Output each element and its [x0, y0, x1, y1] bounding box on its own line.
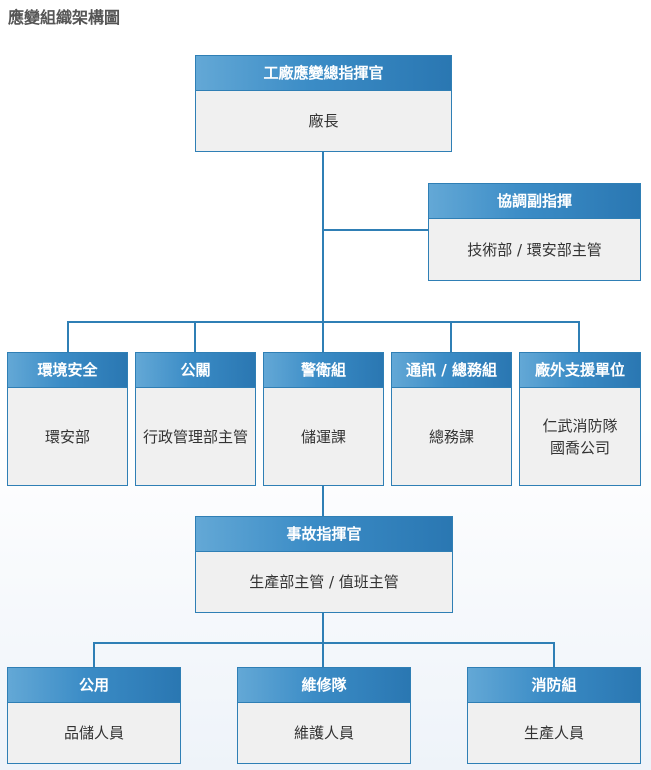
incident-commander-box: 事故指揮官 生產部主管 / 值班主管 [195, 516, 453, 613]
connector-team-2 [322, 642, 324, 667]
group-body-line: 環安部 [44, 427, 90, 446]
connector-guard-to-incident [322, 486, 324, 517]
group-body-line: 總務課 [428, 427, 474, 446]
team-body: 生產人員 [523, 724, 584, 742]
team-fire: 消防組 生產人員 [467, 667, 641, 764]
group-body-line: 國喬公司 [549, 438, 610, 457]
group-communications: 通訊 / 總務組 總務課 [391, 352, 512, 486]
incident-commander-body: 生產部主管 / 值班主管 [249, 573, 399, 591]
group-security: 警衛組 儲運課 [263, 352, 384, 486]
connector-team-1 [93, 642, 95, 667]
group-environment-safety: 環境安全 環安部 [7, 352, 128, 486]
connector-group-4 [450, 321, 452, 352]
connector-commander-to-groups [322, 152, 324, 322]
incident-commander-title: 事故指揮官 [196, 517, 452, 552]
deputy-body: 技術部 / 環安部主管 [467, 240, 602, 259]
team-utilities: 公用 品儲人員 [7, 667, 181, 764]
group-title: 廠外支援單位 [520, 353, 640, 388]
group-public-relations: 公關 行政管理部主管 [135, 352, 256, 486]
deputy-box: 協調副指揮 技術部 / 環安部主管 [428, 183, 641, 281]
group-external-support: 廠外支援單位 仁武消防隊 國喬公司 [519, 352, 641, 486]
team-title: 消防組 [468, 668, 640, 703]
group-body-line: 儲運課 [300, 427, 346, 446]
commander-title: 工廠應變總指揮官 [196, 56, 451, 91]
connector-group-3 [322, 321, 324, 352]
group-title: 通訊 / 總務組 [392, 353, 511, 388]
group-title: 環境安全 [8, 353, 127, 388]
team-body: 品儲人員 [63, 724, 124, 742]
connector-teams-horizontal [93, 642, 555, 644]
connector-group-1 [67, 321, 69, 352]
group-body-line: 仁武消防隊 [542, 416, 618, 435]
commander-box: 工廠應變總指揮官 廠長 [195, 55, 452, 152]
team-body: 維護人員 [293, 724, 354, 742]
group-title: 公關 [136, 353, 255, 388]
group-title: 警衛組 [264, 353, 383, 388]
connector-incident-to-teams [322, 613, 324, 643]
page-title: 應變組織架構圖 [8, 8, 121, 27]
commander-body: 廠長 [308, 112, 339, 130]
team-title: 維修隊 [238, 668, 410, 703]
team-maintenance: 維修隊 維護人員 [237, 667, 411, 764]
connector-deputy-branch [323, 229, 429, 231]
connector-group-5 [578, 321, 580, 352]
group-body-line: 行政管理部主管 [142, 427, 248, 446]
team-title: 公用 [8, 668, 180, 703]
connector-team-3 [553, 642, 555, 667]
connector-group-2 [194, 321, 196, 352]
deputy-title: 協調副指揮 [429, 184, 640, 219]
